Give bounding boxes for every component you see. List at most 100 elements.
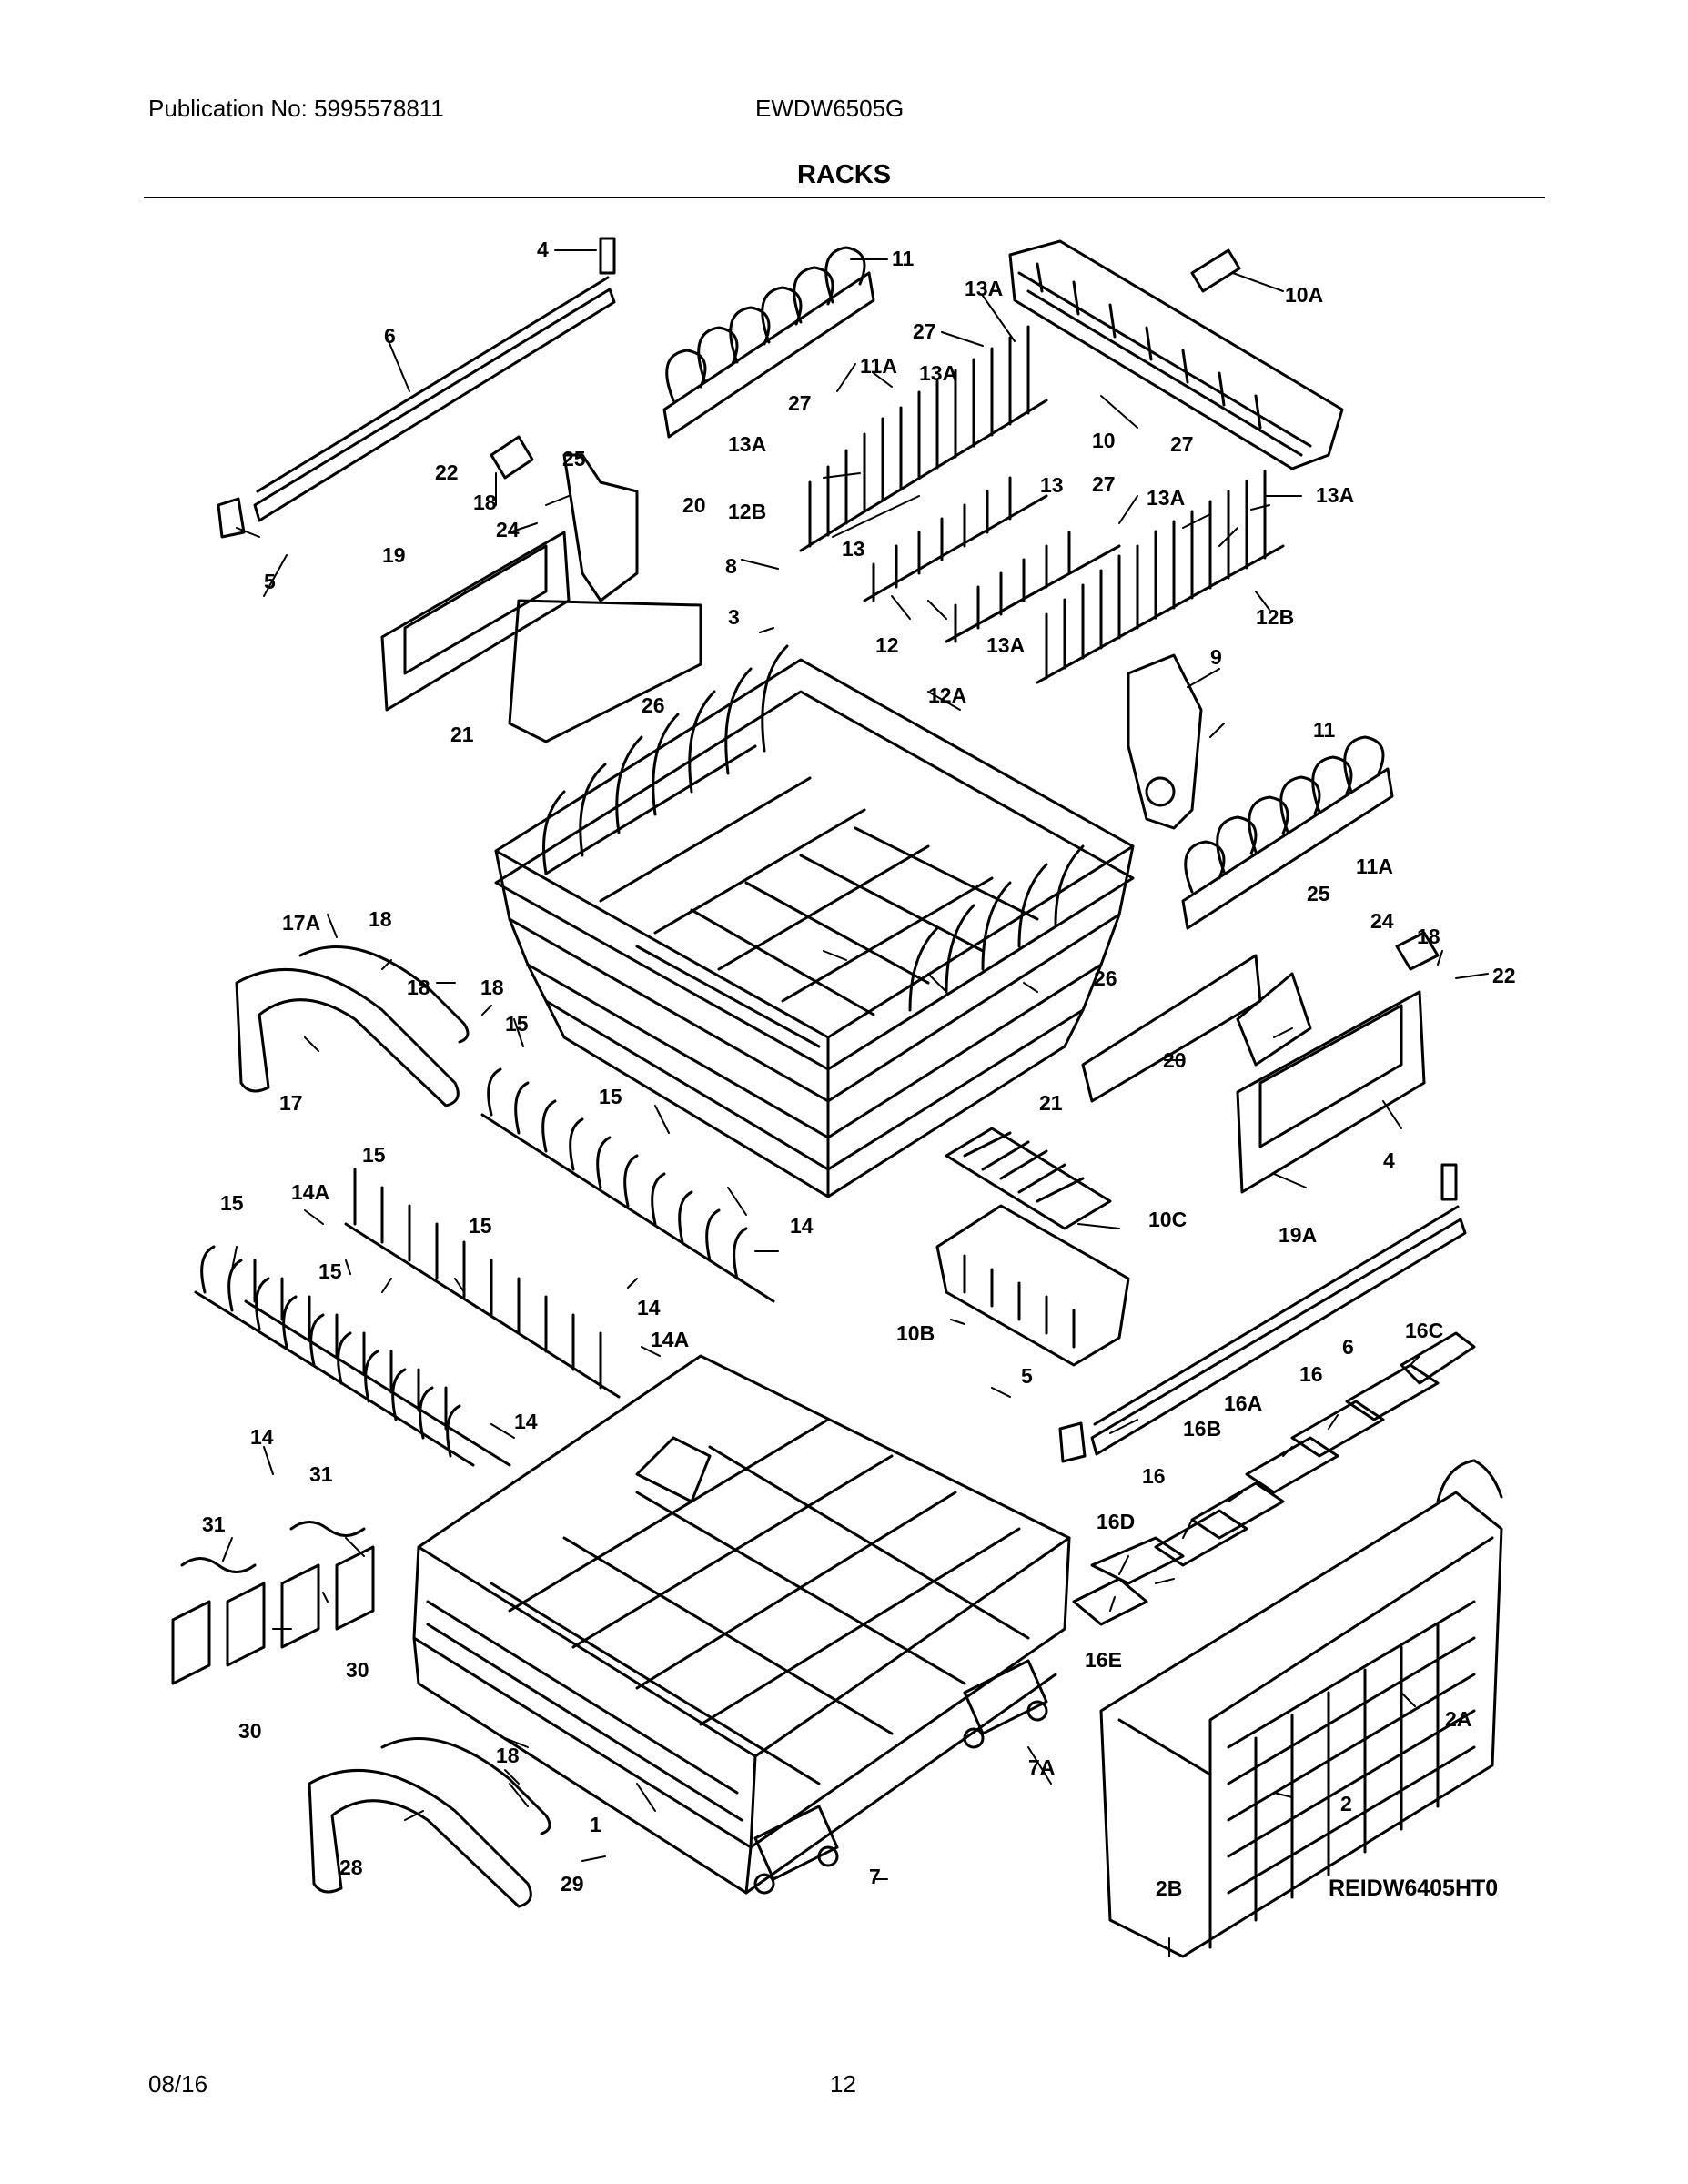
callout-label: 19A (1279, 1223, 1317, 1247)
callout-label: 13 (842, 537, 865, 561)
callout-label: 14 (790, 1214, 814, 1238)
callout-label: 5 (264, 570, 276, 593)
callout-label: 20 (682, 493, 706, 517)
callout-label: 20 (1163, 1048, 1187, 1072)
rack-adjuster-left (380, 435, 702, 743)
lower-rack-track (1058, 1163, 1467, 1463)
callout-label: 10A (1285, 283, 1323, 307)
callout-label: 13A (919, 361, 957, 385)
callout-label: 14 (250, 1425, 274, 1449)
callout-label: 17 (279, 1091, 303, 1115)
callout-label: 29 (561, 1872, 584, 1896)
cup-shelf-upper (662, 246, 875, 439)
drawing-code: REIDW6405HT0 (1329, 1876, 1498, 1901)
callout-label: 30 (346, 1658, 369, 1682)
callout-label: 10B (896, 1321, 935, 1345)
tine-rows-upper (799, 325, 1285, 684)
footer-date: 08/16 (148, 2070, 208, 2098)
upper-rack-track (217, 237, 616, 539)
lower-rack (412, 1354, 1071, 1895)
callout-label: 7A (1028, 1755, 1055, 1779)
callout-label: 11 (1313, 718, 1336, 742)
upper-rack (494, 644, 1135, 1198)
publication-number: Publication No: 5995578811 (148, 95, 444, 122)
top-cutlery-basket (1008, 239, 1344, 470)
callout-label: 16A (1224, 1391, 1262, 1415)
utility-shields (1072, 1331, 1476, 1626)
callout-label: 18 (480, 976, 504, 999)
lower-rack-roller (753, 1805, 839, 1895)
callout-label: 14 (637, 1296, 661, 1320)
callout-label: 5 (1021, 1364, 1033, 1388)
section-title: RACKS (796, 160, 892, 189)
callout-label: 15 (318, 1259, 342, 1283)
callout-label: 15 (362, 1143, 386, 1167)
callout-label: 18 (369, 907, 392, 931)
callout-label: 18 (1417, 925, 1440, 948)
leader-lines (222, 249, 1489, 1957)
callout-label: 7 (869, 1865, 881, 1888)
callout-label: 16D (1097, 1510, 1135, 1533)
callout-label: 3 (728, 605, 740, 629)
callout-label: 26 (1094, 966, 1117, 990)
callout-label: 21 (450, 723, 474, 746)
callout-label: 19 (382, 543, 406, 567)
callout-label: 16 (1142, 1464, 1166, 1488)
lower-rack-roller-rear (963, 1659, 1048, 1749)
callout-label: 16E (1085, 1648, 1122, 1672)
callout-label: 8 (725, 554, 737, 578)
callout-label: 31 (309, 1462, 333, 1486)
callout-label: 24 (496, 518, 520, 541)
rack-adjuster-right (1081, 931, 1440, 1194)
callout-label: 13A (965, 277, 1003, 300)
callout-label: 14 (514, 1410, 538, 1433)
small-basket (935, 1204, 1130, 1367)
callout-label: 10C (1148, 1208, 1187, 1231)
callout-label: 2 (1340, 1792, 1352, 1815)
callout-label: 22 (435, 460, 459, 484)
callout-label: 22 (1492, 964, 1516, 987)
callout-label: 21 (1039, 1091, 1063, 1115)
callout-label: 9 (1210, 645, 1222, 669)
callout-label: 14A (651, 1328, 689, 1351)
small-basket-lid (945, 1127, 1112, 1230)
callout-label: 13 (1040, 473, 1064, 497)
callout-label: 6 (1342, 1335, 1354, 1359)
lower-rack-handle (308, 1737, 551, 1908)
callout-label: 12B (728, 500, 766, 523)
callout-label: 11A (1356, 854, 1393, 878)
callout-label: 11 (892, 247, 915, 270)
callout-label: 30 (238, 1719, 262, 1743)
clips-group (171, 1521, 375, 1685)
callout-label: 2A (1445, 1707, 1471, 1731)
callout-label: 15 (220, 1191, 244, 1215)
callout-label: 24 (1370, 909, 1394, 933)
callout-label: 4 (537, 238, 549, 261)
callout-label: 12A (928, 683, 966, 707)
callout-label: 27 (913, 319, 936, 343)
callout-label: 13A (1316, 483, 1354, 507)
callout-label: 31 (202, 1512, 226, 1536)
rack-bracket (1127, 653, 1203, 830)
callout-label: 13A (986, 633, 1025, 657)
silverware-basket (1099, 1459, 1503, 1958)
callout-label: 27 (788, 391, 812, 415)
callout-label: 1 (590, 1813, 601, 1836)
callout-label: 15 (469, 1214, 492, 1238)
callout-label: 18 (407, 976, 430, 999)
callout-label: 12 (875, 633, 899, 657)
callout-label: 15 (599, 1085, 622, 1108)
model-number: EWDW6505G (755, 95, 905, 122)
callout-label: 10 (1092, 429, 1116, 452)
callout-label: 11A (860, 354, 897, 378)
callout-label: 16B (1183, 1417, 1221, 1441)
tine-rows-lower (194, 1067, 775, 1467)
callout-label: 18 (496, 1744, 520, 1767)
callout-label: 25 (562, 447, 586, 470)
header-rule (144, 197, 1545, 198)
callout-label: 14A (291, 1180, 329, 1204)
page-number: 12 (830, 2070, 856, 2098)
callout-label: 27 (1170, 432, 1194, 456)
callout-label: 27 (1092, 472, 1116, 496)
